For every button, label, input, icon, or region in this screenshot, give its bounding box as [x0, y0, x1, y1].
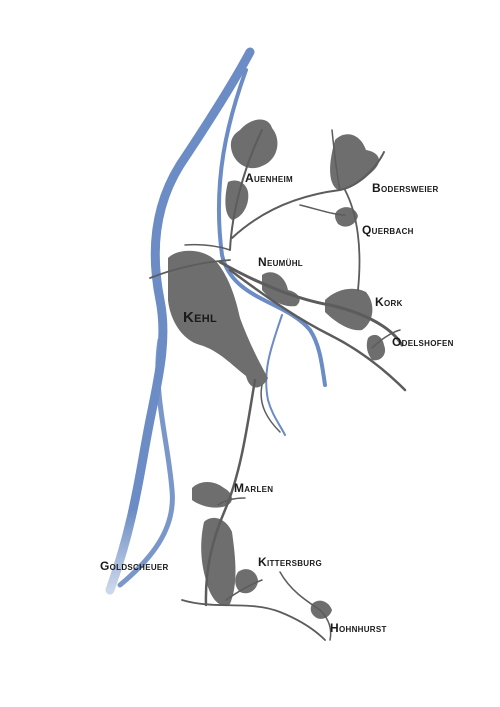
road-auenheim	[229, 129, 263, 251]
road-southern-bottom	[181, 599, 326, 641]
road-network	[149, 129, 407, 641]
settlement-neumuehl	[262, 272, 300, 307]
label-auenheim: Auenheim	[245, 171, 293, 185]
road-kehl-west	[149, 259, 231, 279]
label-kehl: Kehl	[183, 309, 217, 326]
label-hohnhurst: Hohnhurst	[330, 621, 387, 635]
settlement-kittersburg	[235, 569, 258, 594]
label-goldscheuer: Goldscheuer	[100, 559, 169, 573]
road-bodersweier-north	[331, 129, 341, 191]
road-hohnhurst	[279, 571, 332, 641]
road-east-bodersweier	[231, 151, 385, 239]
stream	[265, 314, 286, 436]
road-kehl-north	[184, 243, 231, 251]
label-odelshofen: Odelshofen	[392, 335, 454, 349]
label-neumuehl: Neumühl	[258, 255, 303, 269]
settlement-goldscheuer	[201, 517, 236, 606]
settlement-auenheim	[230, 119, 278, 169]
rail-line	[228, 268, 407, 392]
road-querbach	[299, 204, 346, 216]
road-odelshofen	[371, 329, 401, 349]
road-main-ns	[204, 378, 257, 607]
place-labels: Auenheim Bodersweier Querbach Neumühl Ke…	[100, 171, 454, 635]
rhine-side-arm	[117, 337, 175, 588]
settlement-kehl	[168, 250, 268, 388]
road-kork	[218, 260, 404, 347]
label-marlen: Marlen	[234, 481, 273, 495]
label-kittersburg: Kittersburg	[258, 555, 322, 569]
settlement-marlen	[192, 482, 232, 508]
road-bodersweier-kork	[344, 189, 361, 291]
label-kork: Kork	[375, 295, 403, 309]
settlement-querbach	[335, 207, 358, 227]
road-marlen-east	[217, 497, 246, 506]
rhine-river	[105, 47, 255, 595]
settlement-hohnhurst	[310, 600, 332, 619]
settlement-areas	[168, 119, 386, 619]
kinzig-river	[216, 68, 327, 387]
road-kittersburg	[225, 579, 263, 601]
road-south-loop	[260, 384, 281, 433]
label-querbach: Querbach	[362, 223, 414, 237]
label-bodersweier: Bodersweier	[372, 181, 439, 195]
